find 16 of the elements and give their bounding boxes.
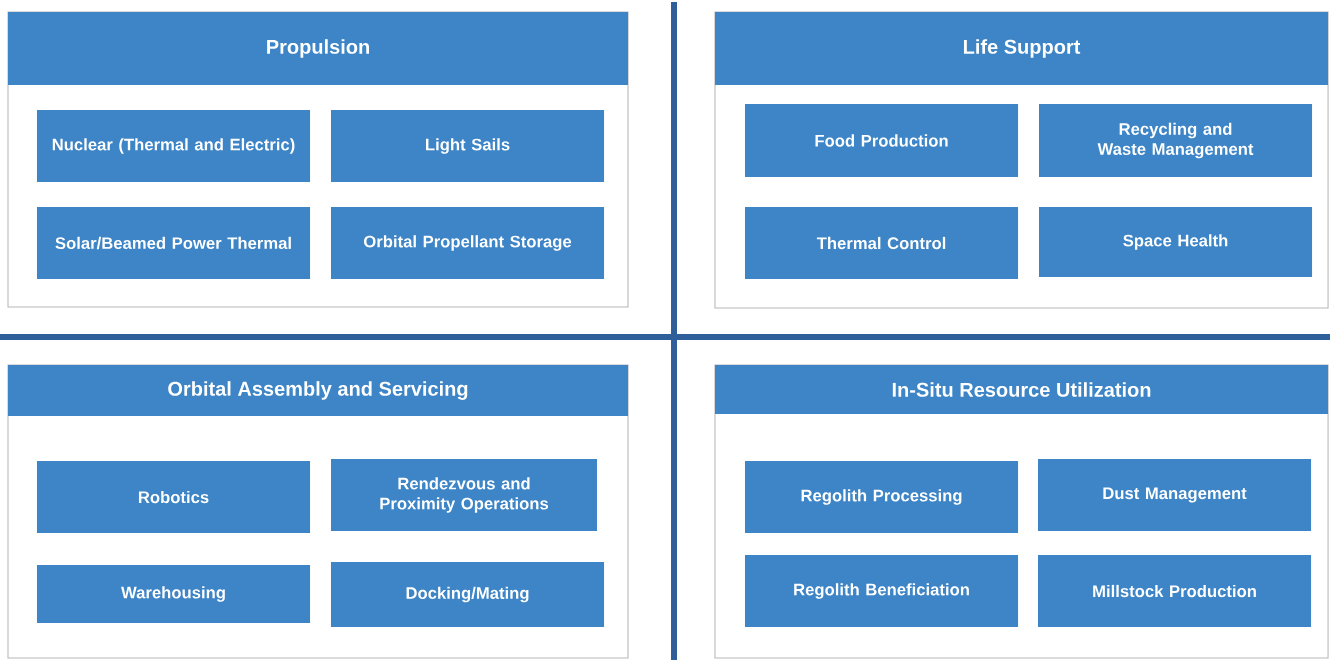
topic-box: Nuclear (Thermal and Electric): [36, 110, 311, 182]
topic-box: Regolith Processing: [745, 461, 1019, 533]
topic-box: Light Sails: [330, 110, 605, 182]
topic-box: Solar/Beamed Power Thermal: [36, 207, 311, 279]
topic-box: Orbital Propellant Storage: [330, 207, 605, 279]
topic-box: Rendezvous and Proximity Operations: [331, 459, 597, 531]
topic-box: Regolith Beneficiation: [745, 555, 1019, 627]
topic-box: Space Health: [1039, 207, 1313, 277]
topic-box: Thermal Control: [745, 207, 1019, 279]
topic-box: Millstock Production: [1038, 555, 1312, 627]
topic-box: Robotics: [36, 461, 311, 533]
topic-box: Docking/Mating: [330, 562, 605, 628]
topic-box: Warehousing: [36, 565, 311, 623]
topic-box: Food Production: [745, 103, 1019, 178]
topic-box: Dust Management: [1038, 459, 1312, 531]
topic-box: Recycling and Waste Management: [1039, 103, 1313, 178]
